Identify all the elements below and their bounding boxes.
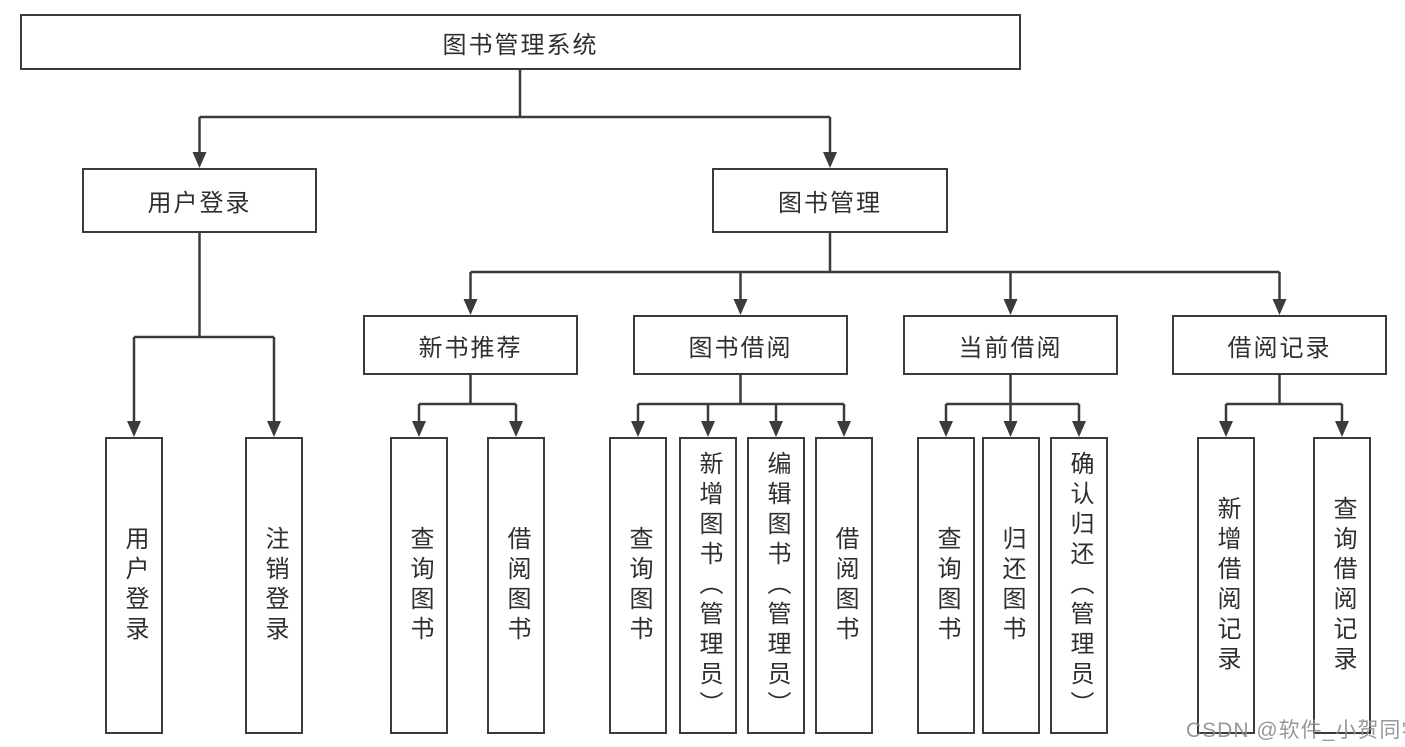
node-label: 编辑图书（管理员） (763, 450, 790, 721)
arrow-icon (1335, 421, 1349, 437)
connector-userlogin-to-leaves (132, 233, 276, 423)
node-label: 用户登录 (147, 190, 252, 217)
leaf-query-books-borrow: 查询图书 (609, 437, 667, 734)
connector-borrow-to-leaves (636, 375, 846, 423)
arrow-icon (1219, 421, 1233, 437)
node-label: 查询图书 (406, 525, 433, 646)
arrow-icon (1272, 299, 1287, 315)
node-label: 当前借阅 (958, 334, 1063, 362)
csdn-watermark: CSDN @软件_小贺同学 (1186, 719, 1405, 742)
connector-record-to-leaves (1224, 375, 1344, 423)
node-label: 借阅图书 (831, 525, 858, 646)
node-user-login: 用户登录 (82, 168, 317, 233)
leaf-query-books-recommend: 查询图书 (390, 437, 448, 734)
arrow-icon (192, 152, 207, 168)
leaf-add-borrow-record: 新增借阅记录 (1197, 437, 1255, 734)
node-new-book-recommendation: 新书推荐 (363, 315, 578, 375)
arrow-icon (127, 421, 141, 437)
node-label: 新增图书（管理员） (695, 450, 722, 721)
leaf-logout: 注销登录 (245, 437, 303, 734)
arrow-icon (733, 299, 748, 315)
arrow-icon (463, 299, 478, 315)
leaf-confirm-return-admin: 确认归还（管理员） (1050, 437, 1108, 734)
arrow-icon (1003, 421, 1018, 437)
node-label: 图书管理系统 (442, 31, 599, 59)
node-label: 借阅图书 (503, 525, 530, 646)
arrowheads (127, 152, 1349, 437)
node-label: 查询图书 (625, 525, 652, 646)
leaf-edit-books-admin: 编辑图书（管理员） (747, 437, 805, 734)
connector-current-to-leaves (944, 375, 1081, 423)
node-current-borrowing: 当前借阅 (903, 315, 1118, 375)
node-label: 用户登录 (121, 525, 148, 646)
node-label: 图书管理 (778, 190, 882, 217)
leaf-query-borrow-record: 查询借阅记录 (1313, 437, 1371, 734)
arrow-icon (939, 421, 953, 437)
connector-bookmgmt-to-level3 (469, 233, 1281, 301)
arrow-icon (509, 421, 523, 437)
leaf-user-login: 用户登录 (105, 437, 163, 734)
node-label: 归还图书 (998, 525, 1025, 646)
node-label: 图书借阅 (688, 334, 793, 362)
leaf-add-books-admin: 新增图书（管理员） (679, 437, 737, 734)
arrow-icon (267, 421, 281, 437)
arrow-icon (837, 421, 851, 437)
leaf-return-books: 归还图书 (982, 437, 1040, 734)
node-label: 查询图书 (933, 525, 960, 646)
arrow-icon (412, 421, 426, 437)
node-root-system: 图书管理系统 (20, 14, 1021, 70)
node-label: 新增借阅记录 (1213, 495, 1240, 676)
node-label: 确认归还（管理员） (1066, 450, 1093, 721)
node-label: 新书推荐 (418, 334, 523, 362)
arrow-icon (701, 421, 715, 437)
node-book-borrowing: 图书借阅 (633, 315, 848, 375)
arrow-icon (631, 421, 645, 437)
node-borrow-records: 借阅记录 (1172, 315, 1387, 375)
arrow-icon (1072, 421, 1086, 437)
node-label: 借阅记录 (1227, 334, 1332, 362)
connector-root-to-level2 (198, 70, 832, 154)
leaf-query-books-current: 查询图书 (917, 437, 975, 734)
node-label: 查询借阅记录 (1329, 495, 1356, 676)
arrow-icon (769, 421, 783, 437)
leaf-borrow-books: 借阅图书 (815, 437, 873, 734)
leaf-borrow-books-recommend: 借阅图书 (487, 437, 545, 734)
arrow-icon (1003, 299, 1018, 315)
connector-newbook-to-leaves (417, 375, 518, 423)
node-label: 注销登录 (261, 525, 288, 646)
arrow-icon (823, 152, 837, 168)
node-book-management: 图书管理 (712, 168, 948, 233)
